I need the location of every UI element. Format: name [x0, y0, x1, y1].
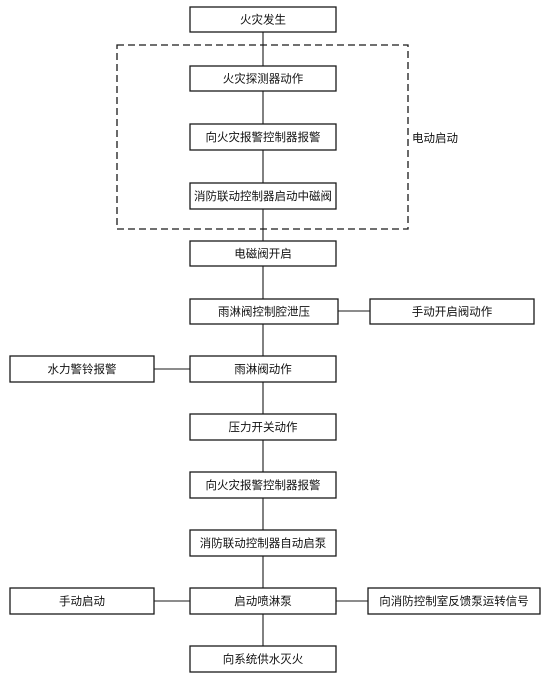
svg-text:雨淋阀动作: 雨淋阀动作: [234, 362, 292, 376]
svg-text:火灾探测器动作: 火灾探测器动作: [223, 72, 304, 86]
svg-text:消防联动控制器自动启泵: 消防联动控制器自动启泵: [200, 536, 327, 550]
svg-text:向火灾报警控制器报警: 向火灾报警控制器报警: [206, 130, 321, 144]
svg-text:手动开启阀动作: 手动开启阀动作: [412, 305, 493, 319]
svg-text:向系统供水灭火: 向系统供水灭火: [223, 652, 304, 666]
svg-text:电磁阀开启: 电磁阀开启: [234, 247, 292, 261]
electric-start-label: 电动启动: [412, 131, 458, 145]
step-pressure-switch-action: 压力开关动作: [189, 413, 337, 441]
svg-text:压力开关动作: 压力开关动作: [229, 420, 298, 434]
svg-text:消防联动控制器启动中磁阀: 消防联动控制器启动中磁阀: [194, 189, 332, 203]
step-deluge-valve-action: 雨淋阀动作: [189, 355, 337, 383]
step-fire-occurs: 火灾发生: [189, 6, 337, 33]
step-solenoid-open: 电磁阀开启: [189, 240, 337, 267]
side-feedback-pump-running-signal: 向消防控制室反馈泵运转信号: [367, 587, 541, 615]
side-manual-valve-action: 手动开启阀动作: [369, 298, 535, 325]
svg-text:向火灾报警控制器报警: 向火灾报警控制器报警: [206, 478, 321, 492]
side-manual-start: 手动启动: [9, 587, 155, 615]
step-start-sprinkler-pump: 启动喷淋泵: [189, 587, 337, 615]
step-deluge-chamber-depressurize: 雨淋阀控制腔泄压: [189, 298, 339, 325]
svg-text:手动启动: 手动启动: [59, 594, 105, 608]
step-detector-action: 火灾探测器动作: [189, 65, 337, 92]
step-linkage-starts-solenoid: 消防联动控制器启动中磁阀: [189, 182, 337, 210]
step-alarm-to-controller-1: 向火灾报警控制器报警: [189, 123, 337, 151]
svg-text:火灾发生: 火灾发生: [240, 13, 286, 27]
svg-text:水力警铃报警: 水力警铃报警: [48, 362, 117, 376]
step-linkage-auto-start-pump: 消防联动控制器自动启泵: [189, 529, 337, 557]
side-water-bell-alarm: 水力警铃报警: [9, 355, 155, 383]
svg-text:向消防控制室反馈泵运转信号: 向消防控制室反馈泵运转信号: [379, 594, 529, 608]
step-supply-water-extinguish: 向系统供水灭火: [189, 645, 337, 673]
step-alarm-to-controller-2: 向火灾报警控制器报警: [189, 471, 337, 499]
svg-text:启动喷淋泵: 启动喷淋泵: [234, 594, 292, 608]
svg-text:雨淋阀控制腔泄压: 雨淋阀控制腔泄压: [218, 305, 310, 319]
